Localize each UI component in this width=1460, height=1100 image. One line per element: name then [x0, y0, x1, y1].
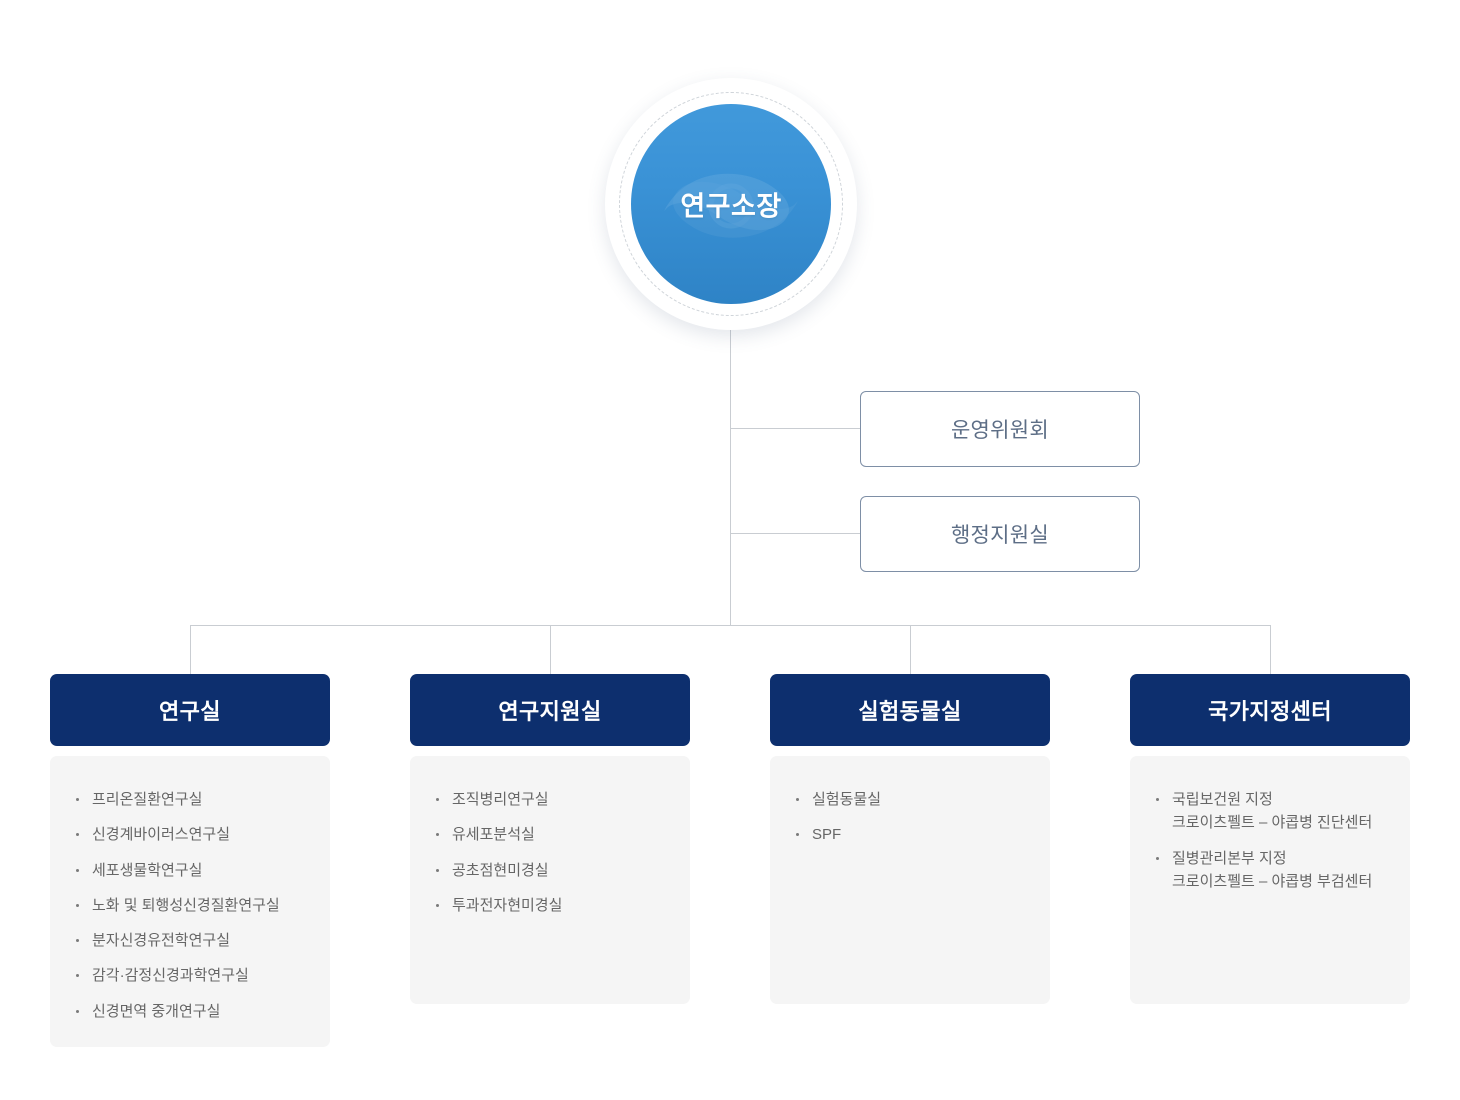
- department-column-research-labs: 연구실 프리온질환연구실 신경계바이러스연구실 세포생물학연구실 노화 및 퇴행…: [50, 674, 330, 1047]
- column-list: 조직병리연구실 유세포분석실 공초점현미경실 투과전자현미경실: [426, 788, 674, 917]
- list-item-text: 프리온질환연구실: [92, 791, 203, 808]
- list-item[interactable]: 감각·감정신경과학연구실: [66, 964, 314, 987]
- department-column-animal-lab: 실험동물실 실험동물실 SPF: [770, 674, 1050, 1047]
- list-item-text: 투과전자현미경실: [452, 896, 563, 914]
- list-item-text: 분자신경유전학연구실: [92, 932, 231, 949]
- column-body: 조직병리연구실 유세포분석실 공초점현미경실 투과전자현미경실: [410, 756, 690, 1004]
- list-item[interactable]: 질병관리본부 지정 크로이츠펠트 – 야콥병 부검센터: [1146, 847, 1394, 894]
- list-item-text: 조직병리연구실: [452, 791, 549, 808]
- connector-branch-operating-committee: [730, 428, 861, 429]
- list-item-text: SPF: [812, 826, 842, 844]
- list-item[interactable]: 유세포분석실: [426, 823, 674, 846]
- list-item-text: 노화 및 퇴행성신경질환연구실: [92, 896, 280, 914]
- list-item[interactable]: 국립보건원 지정 크로이츠펠트 – 야콥병 진단센터: [1146, 788, 1394, 835]
- column-list: 프리온질환연구실 신경계바이러스연구실 세포생물학연구실 노화 및 퇴행성신경질…: [66, 788, 314, 1023]
- staff-box-operating-committee[interactable]: 운영위원회: [860, 391, 1140, 467]
- list-item-text: 질병관리본부 지정: [1172, 849, 1287, 867]
- department-column-national-center: 국가지정센터 국립보건원 지정 크로이츠펠트 – 야콥병 진단센터 질병관리본부…: [1130, 674, 1410, 1047]
- list-item-subtext: 크로이츠펠트 – 야콥병 진단센터: [1172, 814, 1373, 832]
- list-item[interactable]: 신경면역 중개연구실: [66, 1000, 314, 1023]
- list-item-text: 유세포분석실: [452, 826, 535, 844]
- connector-drop-column-1: [190, 625, 191, 674]
- list-item[interactable]: 투과전자현미경실: [426, 894, 674, 917]
- list-item[interactable]: 공초점현미경실: [426, 859, 674, 882]
- connector-trunk-vertical: [730, 330, 731, 626]
- list-item[interactable]: 신경계바이러스연구실: [66, 823, 314, 846]
- column-body: 국립보건원 지정 크로이츠펠트 – 야콥병 진단센터 질병관리본부 지정 크로이…: [1130, 756, 1410, 1004]
- list-item[interactable]: 조직병리연구실: [426, 788, 674, 811]
- list-item-text: 감각·감정신경과학연구실: [92, 967, 249, 985]
- column-body: 실험동물실 SPF: [770, 756, 1050, 1004]
- connector-horizontal-bus: [190, 625, 1271, 626]
- department-column-research-support: 연구지원실 조직병리연구실 유세포분석실 공초점현미경실 투과전자현미경실: [410, 674, 690, 1047]
- list-item-text: 국립보건원 지정: [1172, 791, 1273, 808]
- root-disc: 연구소장: [631, 104, 831, 304]
- root-label: 연구소장: [680, 191, 782, 222]
- list-item-subtext: 크로이츠펠트 – 야콥병 부검센터: [1172, 872, 1373, 890]
- staff-box-label: 행정지원실: [950, 524, 1050, 547]
- institute-logo-watermark: [656, 149, 806, 259]
- connector-branch-admin-office: [730, 533, 861, 534]
- staff-box-admin-office[interactable]: 행정지원실: [860, 496, 1140, 572]
- list-item-text: 세포생물학연구실: [92, 861, 203, 879]
- list-item[interactable]: 세포생물학연구실: [66, 859, 314, 882]
- list-item-text: 신경계바이러스연구실: [92, 826, 231, 844]
- column-list: 국립보건원 지정 크로이츠펠트 – 야콥병 진단센터 질병관리본부 지정 크로이…: [1146, 788, 1394, 893]
- root-node-director[interactable]: 연구소장: [605, 78, 857, 330]
- column-list: 실험동물실 SPF: [786, 788, 1034, 847]
- list-item[interactable]: 분자신경유전학연구실: [66, 929, 314, 952]
- column-header[interactable]: 연구지원실: [410, 674, 690, 746]
- list-item-text: 공초점현미경실: [452, 861, 549, 879]
- column-header[interactable]: 연구실: [50, 674, 330, 746]
- connector-drop-column-3: [910, 625, 911, 674]
- connector-drop-column-4: [1270, 625, 1271, 674]
- connector-drop-column-2: [550, 625, 551, 674]
- list-item-text: 신경면역 중개연구실: [92, 1002, 221, 1020]
- list-item[interactable]: SPF: [786, 823, 1034, 846]
- list-item-text: 실험동물실: [812, 791, 882, 808]
- column-header[interactable]: 실험동물실: [770, 674, 1050, 746]
- column-header[interactable]: 국가지정센터: [1130, 674, 1410, 746]
- staff-box-label: 운영위원회: [950, 419, 1050, 442]
- column-body: 프리온질환연구실 신경계바이러스연구실 세포생물학연구실 노화 및 퇴행성신경질…: [50, 756, 330, 1047]
- root-dashed-ring: [619, 92, 843, 316]
- department-columns: 연구실 프리온질환연구실 신경계바이러스연구실 세포생물학연구실 노화 및 퇴행…: [50, 674, 1410, 1047]
- list-item[interactable]: 프리온질환연구실: [66, 788, 314, 811]
- list-item[interactable]: 노화 및 퇴행성신경질환연구실: [66, 894, 314, 917]
- list-item[interactable]: 실험동물실: [786, 788, 1034, 811]
